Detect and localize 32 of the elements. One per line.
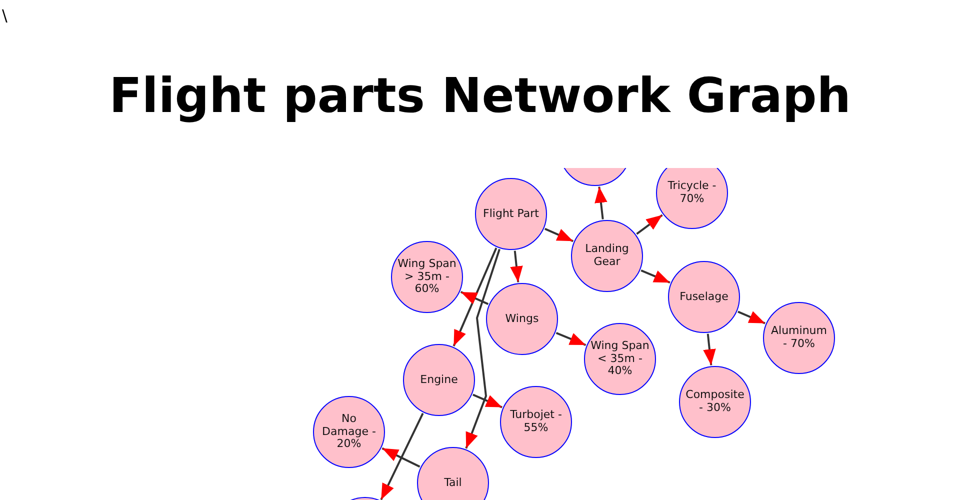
node-label: Flight Part (483, 208, 539, 220)
node-circle (403, 344, 475, 416)
node-label: Wings (505, 312, 539, 326)
node-label: Landing Gear (584, 243, 630, 269)
arrow (556, 332, 586, 346)
node-circle (656, 168, 728, 229)
arrow (738, 310, 766, 324)
arrow (465, 248, 500, 449)
node-circle (417, 447, 489, 500)
arrow (460, 291, 489, 305)
note-text: \ (2, 6, 8, 25)
arrow (703, 334, 716, 366)
node-label: Composite - 30% (684, 389, 746, 415)
arrow (380, 412, 424, 500)
arrow (636, 214, 663, 235)
node-label: Wing Span > 35m - 60% (396, 258, 458, 296)
node-label: Turbojet - 55% (509, 409, 563, 435)
node-label: Fuselage (680, 290, 728, 304)
arrow (640, 269, 670, 284)
node-label: Wing Span < 35m - 40% (590, 340, 650, 378)
node-label: Engine (420, 374, 458, 386)
node-label: No Damage - 20% (321, 413, 377, 451)
arrow (452, 248, 498, 346)
arrow (382, 447, 420, 468)
arrow (472, 394, 502, 408)
chart-title: Flight parts Network Graph (109, 68, 851, 124)
arrow (510, 250, 523, 282)
node-label: Tail (444, 476, 462, 490)
arrow (594, 186, 608, 220)
node-label: Aluminum - 70% (770, 325, 828, 351)
node-label: Tricycle - 70% (666, 180, 718, 206)
arrow (544, 228, 574, 242)
